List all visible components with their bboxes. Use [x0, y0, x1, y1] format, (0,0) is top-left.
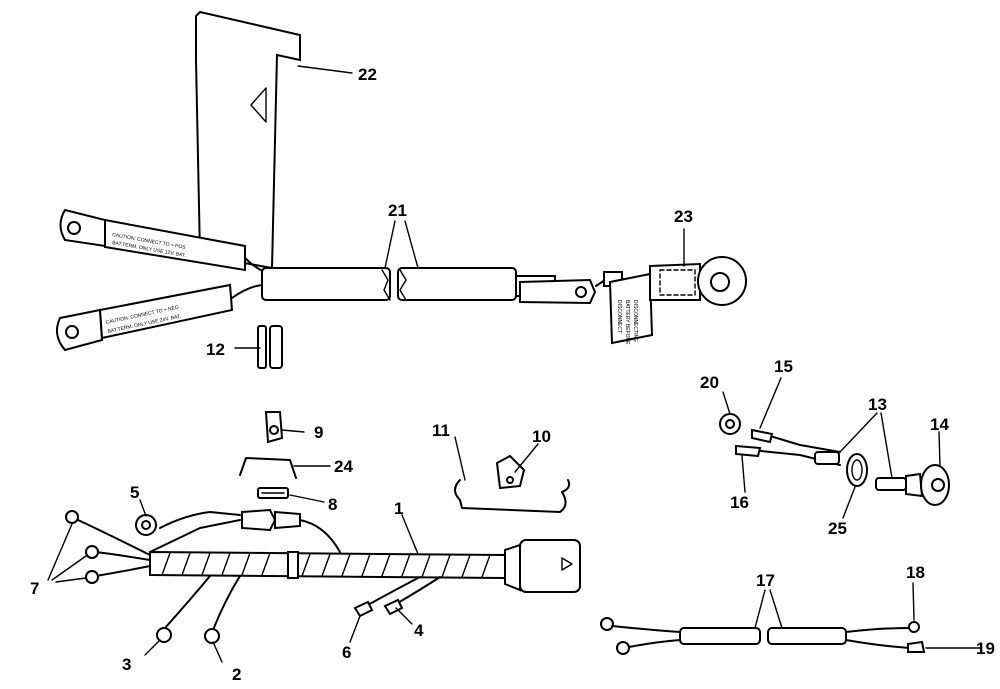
part-22-warning-tag [195, 10, 301, 270]
part-24-bail [239, 457, 297, 479]
part-23-terminal-boot [649, 256, 747, 306]
part-1-main-harness [149, 539, 581, 593]
callout-3: 3 [122, 655, 131, 674]
callout-16: 16 [730, 493, 749, 512]
harness-branch-wires [65, 508, 441, 644]
callout-4: 4 [414, 621, 424, 640]
part-11-bracket [454, 479, 571, 513]
callout-23: 23 [674, 207, 693, 226]
part-9-clip [264, 411, 284, 444]
part-25-ring [846, 453, 868, 487]
part-8-fuse [257, 487, 289, 499]
callout-10: 10 [532, 427, 551, 446]
callout-17: 17 [756, 571, 775, 590]
callout-11: 11 [432, 421, 450, 440]
part-14-ignition-switch [875, 464, 950, 506]
callout-12: 12 [206, 340, 225, 359]
callout-8: 8 [328, 495, 337, 514]
callout-5: 5 [130, 483, 139, 502]
disconnect-label-2: BATTERY BEFORE [624, 300, 630, 345]
disconnect-label-1: DISCONNECT [616, 300, 622, 333]
part-12-grommet [257, 325, 283, 369]
callout-24: 24 [334, 457, 353, 476]
callout-numbers: 22 21 23 12 9 24 8 11 10 1 5 7 3 2 6 4 2… [30, 65, 995, 684]
callout-14: 14 [930, 415, 949, 434]
callout-21: 21 [388, 201, 407, 220]
callout-18: 18 [906, 563, 925, 582]
callout-2: 2 [232, 665, 241, 684]
callout-7: 7 [30, 579, 39, 598]
part-20-nut [719, 413, 741, 435]
callout-9: 9 [314, 423, 323, 442]
callout-22: 22 [358, 65, 377, 84]
part-17-lead-assembly [600, 617, 926, 655]
callout-25: 25 [828, 519, 847, 538]
callout-20: 20 [700, 373, 719, 392]
callout-19: 19 [976, 639, 995, 658]
part-15-16-switch-leads [735, 428, 841, 466]
disconnect-label-3: DISCONNECTING [632, 300, 638, 342]
callout-13: 13 [868, 395, 887, 414]
callout-6: 6 [342, 643, 351, 662]
callout-1: 1 [394, 499, 403, 518]
callout-15: 15 [774, 357, 793, 376]
part-10-clamp [495, 454, 526, 490]
warning-triangle-icon [250, 87, 267, 123]
part-21-battery-cables: CAUTION: CONNECT TO + POS BAT.TERM. ONLY… [55, 208, 654, 352]
leader-lines [47, 65, 981, 663]
